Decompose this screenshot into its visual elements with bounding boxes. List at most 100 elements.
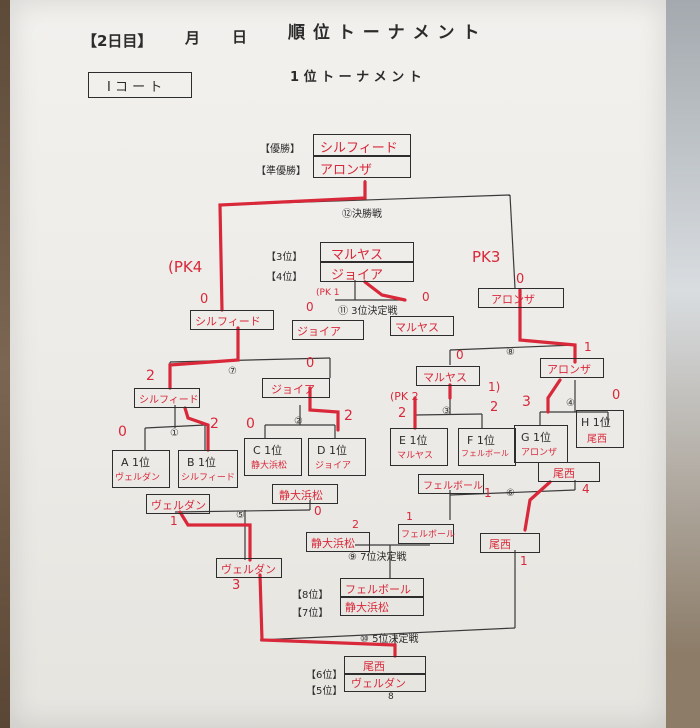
seed-d-box: D 1位ジョイア xyxy=(308,438,366,476)
qf3-box: マルヤス xyxy=(416,366,480,386)
q8-score-left: 0 xyxy=(456,348,464,362)
m9b-box: フェルボール xyxy=(398,524,456,544)
runner-up-box: アロンザ xyxy=(313,156,411,178)
m9-score-left: 2 xyxy=(352,518,359,531)
m11-left-team: ジョイア xyxy=(297,325,341,338)
q1-score-left: 0 xyxy=(118,424,127,440)
seventh-label: 【7位】 xyxy=(292,608,329,619)
q1-score-right: 2 xyxy=(210,416,219,432)
third-label: 【3位】 xyxy=(266,252,303,263)
seed-c-label: C 1位 xyxy=(253,444,283,457)
final-score-left: 0 xyxy=(200,292,209,307)
pk-small-note: (PK 1 xyxy=(316,288,340,298)
l4-team: 尾西 xyxy=(553,467,575,480)
month-label: 月 xyxy=(185,29,201,47)
q6-score-left: 1 xyxy=(484,486,492,500)
seed-b-team: シルフィード xyxy=(181,473,235,483)
m11-right-team: マルヤス xyxy=(395,321,439,334)
m10-score-right: 1 xyxy=(520,554,528,568)
subtitle: 1 位 ト ー ナ メ ン ト xyxy=(290,70,422,85)
seed-h-box: H 1位尾西 xyxy=(576,410,624,448)
l4-box: 尾西 xyxy=(538,462,600,482)
runner-up-label: 【準優勝】 xyxy=(256,166,306,177)
qf4-team: アロンザ xyxy=(547,363,591,376)
third-place-match-label: ⑪ 3位決定戦 xyxy=(338,306,398,317)
seed-a-box: A 1位ヴェルダン xyxy=(112,450,170,488)
page-number: 8 xyxy=(388,692,394,702)
q5-score-left: 1 xyxy=(170,514,178,528)
fifth-box: ヴェルダン xyxy=(344,673,426,692)
m11-right-box: マルヤス xyxy=(390,316,454,336)
fifth-match-label: ⑩ 5位決定戦 xyxy=(360,634,419,645)
seed-e-box: E 1位マルヤス xyxy=(390,428,448,466)
bracket-lines xyxy=(144,180,609,658)
seed-e-label: E 1位 xyxy=(399,434,428,447)
sf-right-box: アロンザ xyxy=(478,288,564,308)
m10-score-left: 3 xyxy=(232,578,241,593)
seed-f-team: フェルボール xyxy=(461,449,509,458)
q6-score-right: 4 xyxy=(582,482,590,496)
fifth-team: ヴェルダン xyxy=(351,677,406,690)
seed-c-box: C 1位静大浜松 xyxy=(244,438,302,476)
q2-score-right: 2 xyxy=(344,408,353,424)
m11-score-right: 0 xyxy=(422,290,430,304)
seed-g-label: G 1位 xyxy=(521,431,552,444)
fourth-label: 【4位】 xyxy=(266,272,303,283)
third-team: マルヤス xyxy=(331,248,384,263)
m9-score-right: 1 xyxy=(406,510,413,523)
q3-extra-note: 1) xyxy=(488,380,501,394)
sf-left-box: シルフィード xyxy=(190,310,274,330)
seed-a-team: ヴェルダン xyxy=(115,473,161,483)
m10b-box: 尾西 xyxy=(480,533,540,553)
seed-d-label: D 1位 xyxy=(317,444,347,457)
seventh-match-label: ⑨ 7位決定戦 xyxy=(348,552,407,563)
champion-team: シルフィード xyxy=(320,141,398,156)
qf1-team: シルフィード xyxy=(139,395,199,406)
q4-score-left: 3 xyxy=(522,394,531,410)
m9a-team: 静大浜松 xyxy=(311,537,355,550)
seed-f-box: F 1位フェルボール xyxy=(458,428,516,466)
q3-score-left: 2 xyxy=(398,406,407,421)
q4-score-right: 0 xyxy=(612,388,621,403)
page-title: 順 位 ト ー ナ メ ン ト xyxy=(288,23,481,43)
match-7-mark: ⑦ xyxy=(228,366,237,377)
qf1-box: シルフィード xyxy=(134,388,200,408)
m11-score-left: 0 xyxy=(306,300,314,314)
m11-left-box: ジョイア xyxy=(292,320,364,340)
champion-label: 【優勝】 xyxy=(260,144,300,155)
q8-score-right: 1 xyxy=(584,340,592,354)
sixth-box: 尾西 xyxy=(344,656,426,675)
qf3-team: マルヤス xyxy=(423,371,467,384)
seed-f-label: F 1位 xyxy=(467,434,495,447)
l2-box: 静大浜松 xyxy=(272,484,338,504)
l2-team: 静大浜松 xyxy=(279,489,323,502)
fourth-box: ジョイア xyxy=(320,262,414,283)
eighth-label: 【8位】 xyxy=(292,590,329,601)
seed-g-box: G 1位アロンザ xyxy=(514,425,568,463)
sixth-label: 【6位】 xyxy=(306,670,343,681)
q7-score-left: 2 xyxy=(146,368,155,384)
seventh-team: 静大浜松 xyxy=(345,601,389,614)
seed-a-label: A 1位 xyxy=(121,456,151,469)
seventh-box: 静大浜松 xyxy=(340,596,424,616)
third-box: マルヤス xyxy=(320,242,414,263)
m9b-team: フェルボール xyxy=(401,530,456,540)
l1-box: ヴェルダン xyxy=(146,494,210,514)
final-match-label: ⑫決勝戦 xyxy=(342,209,382,220)
fourth-team: ジョイア xyxy=(331,268,384,283)
match-2-mark: ② xyxy=(294,416,303,427)
court-label: Ⅰ コ ー ト xyxy=(107,80,163,95)
q7-score-right: 0 xyxy=(306,356,315,371)
m10b-team: 尾西 xyxy=(489,538,511,551)
day-label: 【2日目】 xyxy=(82,32,153,50)
m9a-box: 静大浜松 xyxy=(306,532,370,552)
pk-e-note: (PK 2 xyxy=(390,390,419,403)
qf2-team: ジョイア xyxy=(271,383,315,396)
pk-left-note: (PK4 xyxy=(168,258,203,276)
match-3-mark: ③ xyxy=(442,406,451,417)
seed-b-label: B 1位 xyxy=(187,456,217,469)
champion-box: シルフィード xyxy=(313,134,411,156)
match-6-mark: ⑥ xyxy=(506,488,515,499)
q5-score-right: 0 xyxy=(314,504,322,518)
seed-e-team: マルヤス xyxy=(397,451,434,461)
